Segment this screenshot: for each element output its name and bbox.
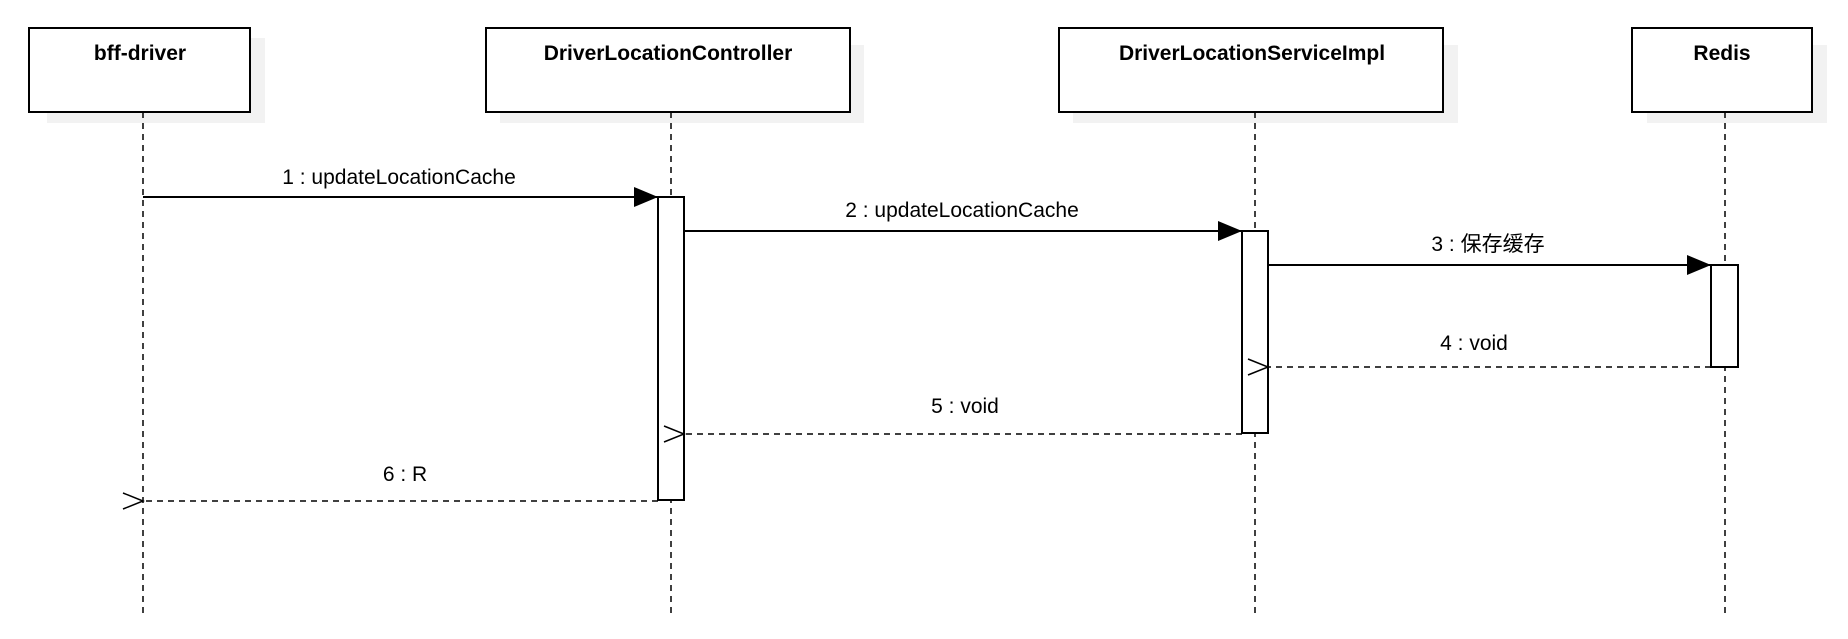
- participant-label: bff-driver: [94, 42, 186, 65]
- message-label: 1 : updateLocationCache: [282, 166, 516, 189]
- message-label: 6 : R: [383, 463, 427, 486]
- participant-box: [28, 27, 251, 113]
- participant-label: DriverLocationServiceImpl: [1119, 42, 1385, 65]
- message-4[interactable]: 4 : void: [1268, 332, 1711, 367]
- message-label: 5 : void: [931, 395, 999, 418]
- participant-box: [1058, 27, 1444, 113]
- participant-driver-location-controller[interactable]: DriverLocationController: [485, 27, 864, 123]
- message-3[interactable]: 3 : 保存缓存: [1268, 233, 1711, 275]
- activation-bar-driver-location-controller: [657, 196, 685, 501]
- participant-box: [1631, 27, 1813, 113]
- activation-bar-driver-location-service-impl: [1241, 230, 1269, 434]
- message-label: 2 : updateLocationCache: [845, 199, 1079, 222]
- message-6[interactable]: 6 : R: [143, 463, 658, 501]
- participant-box: [485, 27, 851, 113]
- activation-bar-redis: [1710, 264, 1739, 368]
- participant-driver-location-service-impl[interactable]: DriverLocationServiceImpl: [1058, 27, 1458, 123]
- message-1[interactable]: 1 : updateLocationCache: [143, 166, 658, 207]
- message-label: 3 : 保存缓存: [1431, 233, 1544, 256]
- participant-label: Redis: [1693, 42, 1750, 65]
- participant-label: DriverLocationController: [544, 42, 793, 65]
- participant-bff-driver[interactable]: bff-driver: [28, 27, 265, 123]
- message-5[interactable]: 5 : void: [684, 395, 1242, 434]
- message-label: 4 : void: [1440, 332, 1508, 355]
- message-2[interactable]: 2 : updateLocationCache: [684, 199, 1242, 241]
- participant-redis[interactable]: Redis: [1631, 27, 1827, 123]
